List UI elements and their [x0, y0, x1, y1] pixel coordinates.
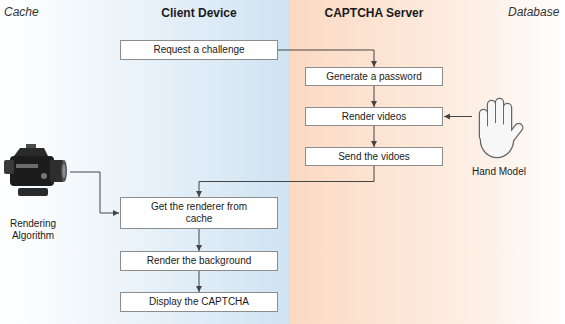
process-box: Display the CAPTCHA	[120, 292, 278, 312]
process-box: Render videos	[305, 107, 443, 126]
box-text: Render the background	[147, 255, 252, 267]
icon-caption: Hand Model	[464, 166, 534, 178]
process-box: Send the vidoes	[305, 147, 443, 166]
process-box: Request a challenge	[120, 40, 278, 60]
process-box: Get the renderer from cache	[120, 197, 278, 229]
box-text: Get the renderer from cache	[149, 201, 249, 225]
column-heading: CAPTCHA Server	[309, 6, 439, 20]
column-heading: Client Device	[144, 6, 254, 20]
process-box: Generate a password	[305, 67, 443, 86]
flow-arrow	[374, 126, 375, 147]
flow-arrow	[199, 166, 374, 197]
box-text: Generate a password	[326, 71, 422, 83]
server-band	[290, 0, 565, 324]
hand-icon	[480, 99, 524, 157]
column-heading: Database	[508, 5, 562, 19]
flow-arrow	[374, 86, 375, 107]
flow-arrow	[278, 50, 374, 67]
client-band	[0, 0, 290, 324]
flow-arrow	[199, 229, 200, 251]
box-text: Send the vidoes	[338, 151, 410, 163]
icon-caption: Rendering Algorithm	[2, 218, 64, 242]
column-heading: Cache	[4, 5, 64, 19]
box-text: Request a challenge	[153, 44, 244, 56]
process-box: Render the background	[120, 251, 278, 271]
cache-arrow	[70, 172, 119, 213]
camera-icon	[4, 144, 67, 196]
database-arrow	[444, 116, 472, 117]
box-text: Render videos	[342, 111, 406, 123]
box-text: Display the CAPTCHA	[149, 296, 249, 308]
flow-arrow	[199, 271, 200, 292]
